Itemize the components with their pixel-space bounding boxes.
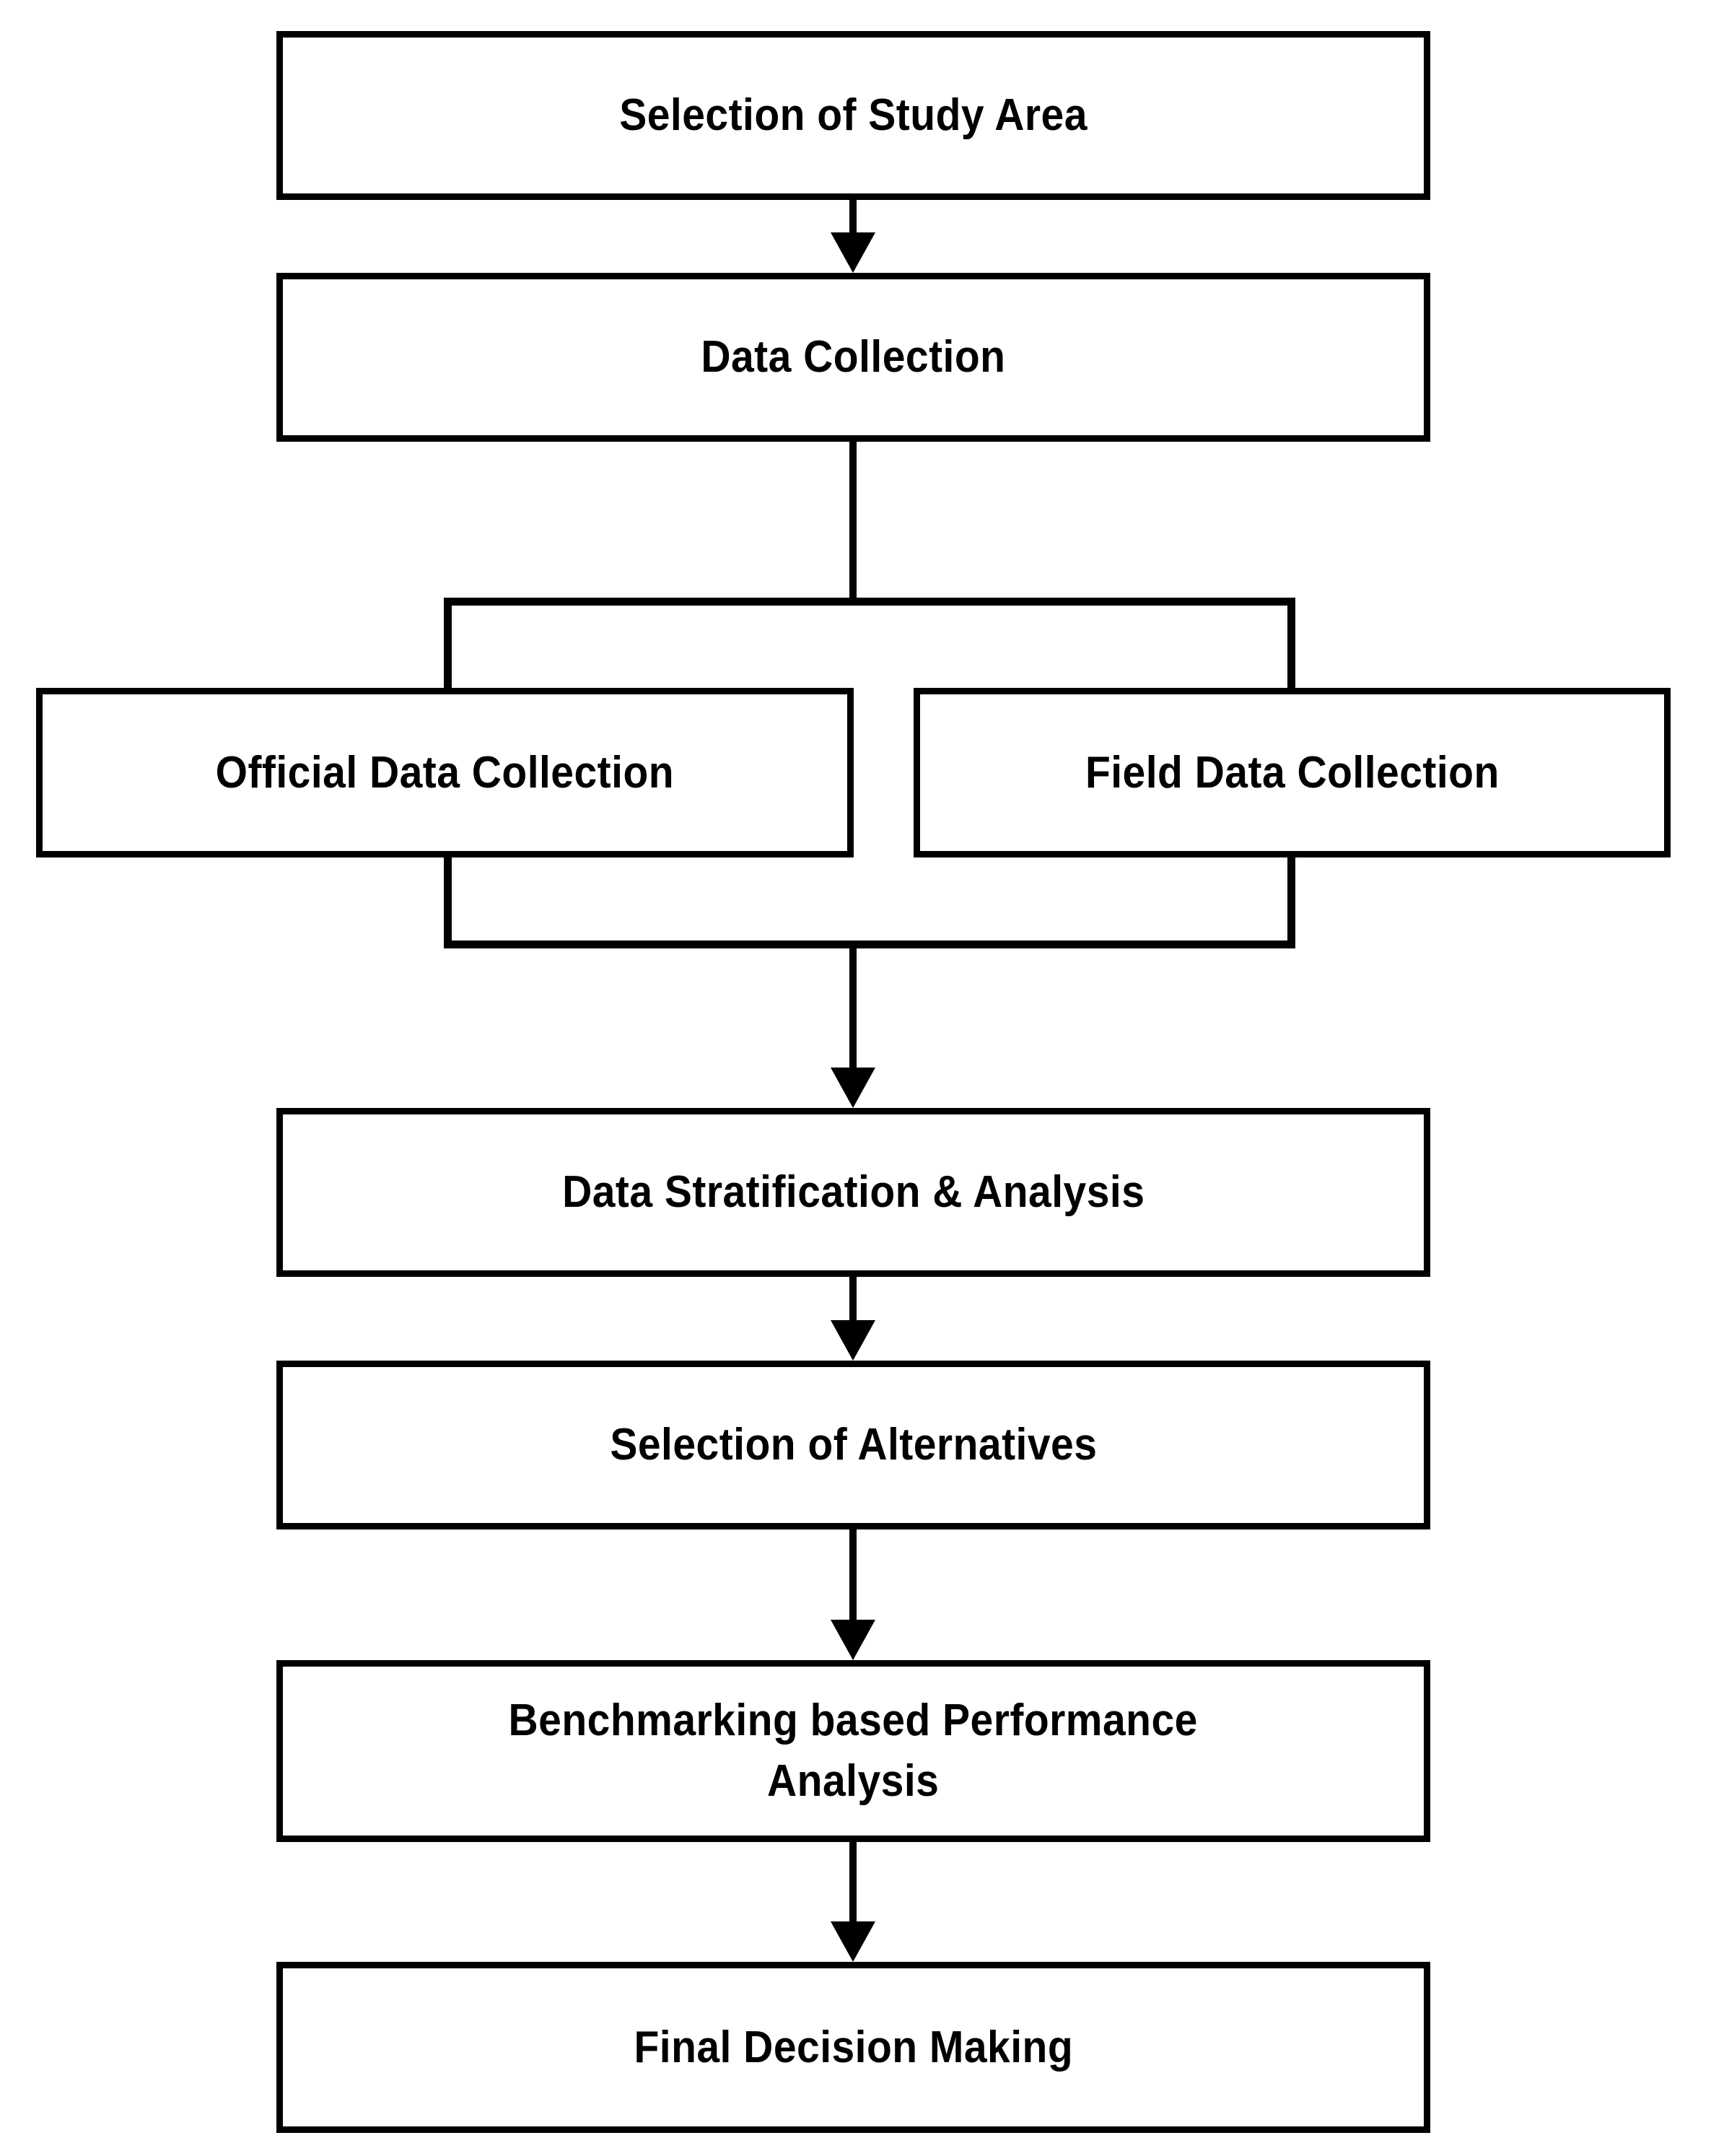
node-selection-of-study-area[interactable]: Selection of Study Area — [276, 31, 1430, 200]
node-data-stratification-and-analysis[interactable]: Data Stratification & Analysis — [276, 1108, 1430, 1277]
split-bracket — [444, 598, 1295, 689]
node-label-final-decision-making: Final Decision Making — [634, 2022, 1073, 2072]
node-label-data-collection: Data Collection — [701, 332, 1006, 383]
node-data-collection[interactable]: Data Collection — [276, 273, 1430, 442]
node-selection-of-alternatives[interactable]: Selection of Alternatives — [276, 1361, 1430, 1529]
node-label-benchmarking-based-performance-analysis: Benchmarking based Performance Analysis — [508, 1695, 1199, 1806]
connector-study-area-to-data-collection — [831, 200, 875, 273]
connector-benchmarking-to-final-decision — [831, 1842, 875, 1962]
merge-bracket — [444, 857, 1295, 948]
node-label-data-stratification-and-analysis: Data Stratification & Analysis — [561, 1167, 1145, 1218]
node-label-official-data-collection: Official Data Collection — [215, 747, 675, 798]
node-field-data-collection[interactable]: Field Data Collection — [914, 688, 1671, 857]
node-label-selection-of-study-area: Selection of Study Area — [619, 90, 1088, 141]
connector-stratification-to-alternatives — [831, 1277, 875, 1361]
node-label-field-data-collection: Field Data Collection — [1085, 747, 1500, 798]
node-benchmarking-based-performance-analysis[interactable]: Benchmarking based Performance Analysis — [276, 1660, 1430, 1842]
connector-data-collection-to-split — [849, 442, 857, 602]
node-official-data-collection[interactable]: Official Data Collection — [36, 688, 854, 857]
connector-merge-to-stratification — [831, 948, 875, 1108]
node-final-decision-making[interactable]: Final Decision Making — [276, 1962, 1430, 2133]
node-label-selection-of-alternatives: Selection of Alternatives — [609, 1420, 1098, 1470]
connector-alternatives-to-benchmarking — [831, 1529, 875, 1660]
